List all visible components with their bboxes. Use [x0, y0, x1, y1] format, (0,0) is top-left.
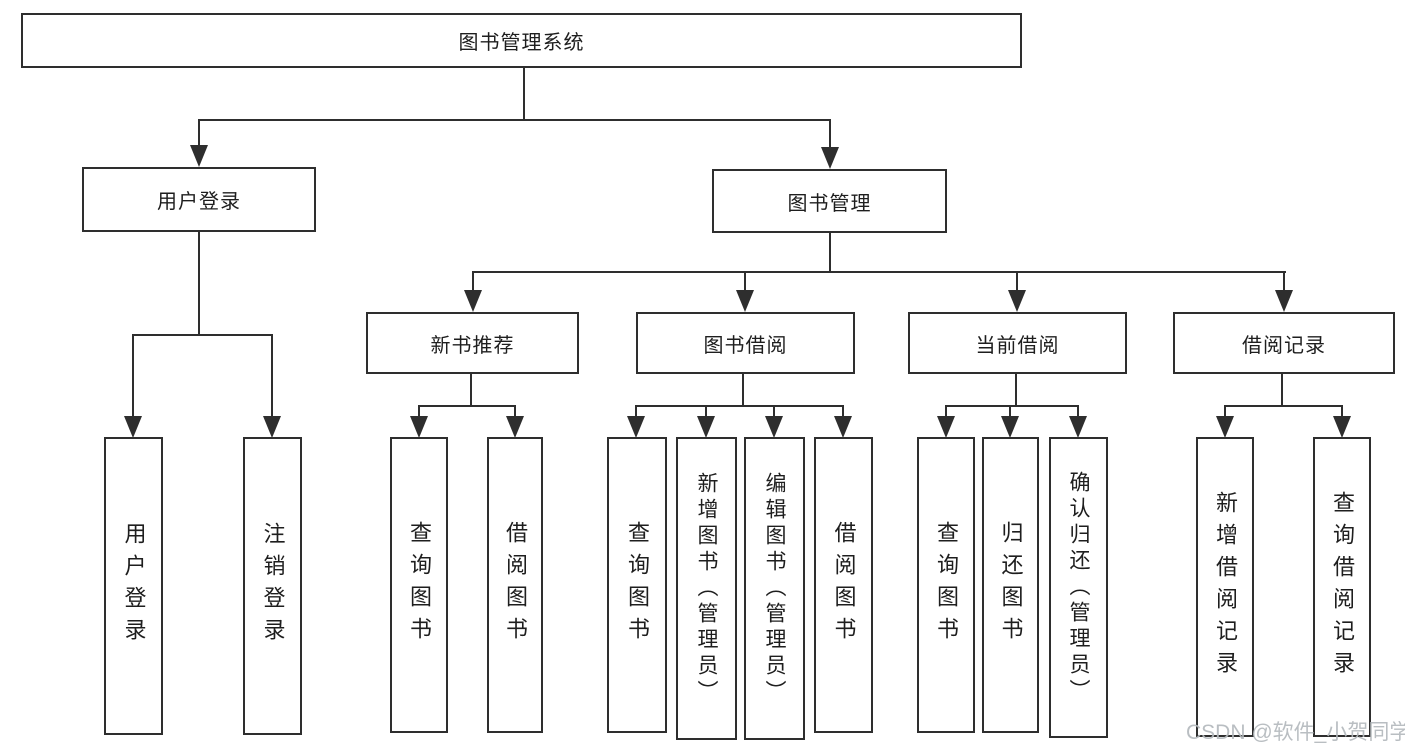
arrowhead-nb-borrow: [506, 416, 524, 438]
connector-to-bb-borrow: [842, 405, 844, 420]
leaf-nb-borrow-books: 借阅图书: [487, 437, 543, 733]
arrowhead-borrow-records: [1275, 290, 1293, 312]
arrowhead-bb-borrow: [834, 416, 852, 438]
connector-to-book-borrow: [744, 271, 746, 295]
node-root: 图书管理系统: [21, 13, 1022, 68]
leaf-cb-confirm-return-admin: 确认归还（管理员）: [1049, 437, 1108, 738]
node-book-mgmt: 图书管理: [712, 169, 947, 233]
connector-mgmt-stem: [829, 233, 831, 273]
leaf-cb-return-books: 归还图书: [982, 437, 1039, 733]
arrowhead-cb-confirm: [1069, 416, 1087, 438]
leaf-bb-query-books-label: 查询图书: [625, 521, 650, 649]
node-root-label: 图书管理系统: [458, 32, 585, 54]
leaf-cb-query-books: 查询图书: [917, 437, 975, 733]
connector-to-rec-add: [1224, 405, 1226, 420]
arrowhead-book-mgmt: [821, 147, 839, 169]
arrowhead-cb-query: [937, 416, 955, 438]
leaf-bb-borrow-books-label: 借阅图书: [831, 521, 857, 649]
connector-to-cb-confirm: [1077, 405, 1079, 420]
connector-to-leaf-user-login: [132, 334, 134, 420]
leaf-bb-borrow-books: 借阅图书: [814, 437, 873, 733]
connector-records-split: [1224, 405, 1343, 407]
arrowhead-new-books: [464, 290, 482, 312]
arrowhead-bb-edit: [765, 416, 783, 438]
leaf-cb-query-books-label: 查询图书: [934, 521, 959, 649]
leaf-rec-query-record: 查询借阅记录: [1313, 437, 1371, 737]
connector-root-stem: [523, 66, 525, 121]
connector-bookborrow-stem: [742, 374, 744, 407]
node-current-borrow-label: 当前借阅: [975, 334, 1060, 357]
leaf-logout: 注销登录: [243, 437, 302, 735]
arrowhead-bb-add: [697, 416, 715, 438]
arrowhead-cb-return: [1001, 416, 1019, 438]
arrowhead-rec-add: [1216, 416, 1234, 438]
leaf-bb-add-books-admin: 新增图书（管理员）: [676, 437, 737, 740]
connector-currentborrow-split: [945, 405, 1079, 407]
connector-to-rec-query: [1341, 405, 1343, 420]
arrowhead-user-login: [190, 145, 208, 167]
leaf-user-login: 用户登录: [104, 437, 163, 735]
leaf-cb-return-books-label: 归还图书: [998, 521, 1024, 649]
connector-user-stem: [198, 232, 200, 336]
node-book-borrow-label: 图书借阅: [703, 334, 788, 357]
leaf-logout-label: 注销登录: [260, 522, 286, 650]
leaf-nb-query-books-label: 查询图书: [407, 521, 432, 649]
arrowhead-bb-query: [627, 416, 645, 438]
connector-bookborrow-split: [635, 405, 844, 407]
arrowhead-leaf-user-login: [124, 416, 142, 438]
arrowhead-leaf-logout: [263, 416, 281, 438]
connector-to-bb-query: [635, 405, 637, 420]
connector-to-book-mgmt: [829, 119, 831, 152]
leaf-rec-add-record: 新增借阅记录: [1196, 437, 1254, 737]
connector-to-cb-return: [1009, 405, 1011, 420]
leaf-cb-confirm-return-admin-label: 确认归还（管理员）: [1067, 470, 1090, 705]
leaf-bb-edit-books-admin: 编辑图书（管理员）: [744, 437, 805, 740]
leaf-bb-query-books: 查询图书: [607, 437, 667, 733]
connector-newbooks-split: [418, 405, 516, 407]
arrowhead-rec-query: [1333, 416, 1351, 438]
arrowhead-current-borrow: [1008, 290, 1026, 312]
csdn-watermark: CSDN @软件_小贺同学: [1186, 721, 1405, 744]
connector-root-split: [198, 119, 831, 121]
connector-to-cb-query: [945, 405, 947, 420]
connector-mgmt-split: [472, 271, 1286, 273]
node-book-borrow: 图书借阅: [636, 312, 855, 374]
connector-to-current-borrow: [1016, 271, 1018, 295]
node-user-login-label: 用户登录: [157, 191, 241, 213]
leaf-bb-add-books-admin-label: 新增图书（管理员）: [695, 471, 718, 706]
node-borrow-records: 借阅记录: [1173, 312, 1395, 374]
connector-to-bb-edit: [773, 405, 775, 420]
leaf-user-login-label: 用户登录: [121, 522, 147, 650]
node-new-books-label: 新书推荐: [430, 334, 515, 357]
leaf-bb-edit-books-admin-label: 编辑图书（管理员）: [763, 471, 786, 706]
node-new-books: 新书推荐: [366, 312, 579, 374]
node-book-mgmt-label: 图书管理: [787, 192, 872, 215]
leaf-nb-borrow-books-label: 借阅图书: [503, 521, 528, 649]
arrowhead-book-borrow: [736, 290, 754, 312]
connector-newbooks-stem: [470, 374, 472, 407]
node-borrow-records-label: 借阅记录: [1242, 334, 1326, 357]
connector-to-nb-query: [418, 405, 420, 420]
connector-to-nb-borrow: [514, 405, 516, 420]
connector-records-stem: [1281, 374, 1283, 407]
connector-to-borrow-records: [1283, 271, 1285, 295]
connector-to-bb-add: [705, 405, 707, 420]
arrowhead-nb-query: [410, 416, 428, 438]
connector-to-new-books: [472, 271, 474, 295]
connector-to-user-login: [198, 119, 200, 150]
leaf-rec-query-record-label: 查询借阅记录: [1330, 491, 1355, 683]
leaf-nb-query-books: 查询图书: [390, 437, 448, 733]
connector-currentborrow-stem: [1015, 374, 1017, 407]
node-user-login: 用户登录: [82, 167, 316, 232]
leaf-rec-add-record-label: 新增借阅记录: [1213, 491, 1238, 683]
connector-to-leaf-logout: [271, 334, 273, 420]
connector-user-split: [132, 334, 273, 336]
node-current-borrow: 当前借阅: [908, 312, 1127, 374]
